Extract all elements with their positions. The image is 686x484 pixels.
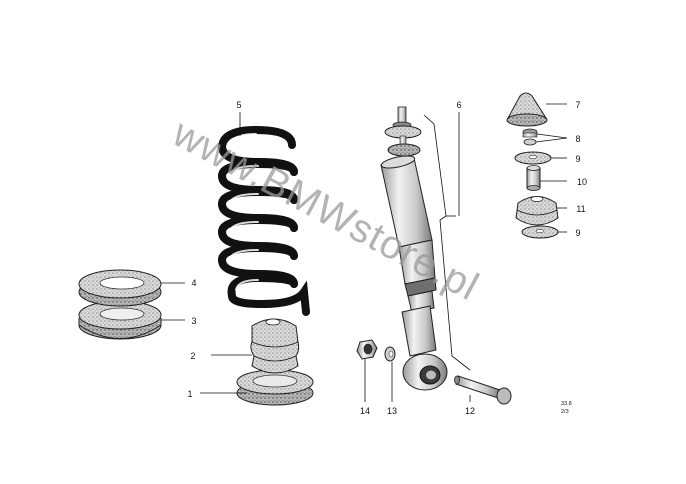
callout-13: 13: [387, 406, 397, 416]
callout-9-lower: 9: [575, 228, 580, 238]
spacer-sleeve: [526, 165, 541, 191]
callout-4: 4: [191, 278, 196, 288]
lower-mount-rubber: [515, 196, 559, 226]
callout-5: 5: [236, 100, 241, 110]
bump-stop: [250, 318, 300, 374]
washer: [384, 346, 396, 362]
nut: [356, 339, 378, 360]
nut-washer-stack: [522, 128, 538, 146]
callout-6: 6: [456, 100, 461, 110]
spring-seat-lower: [236, 369, 314, 406]
spring-pad-upper: [78, 269, 162, 307]
leader-lines: [161, 103, 568, 402]
callout-8: 8: [575, 134, 580, 144]
watermark-text: www.BMWstore.pl: [165, 111, 486, 310]
reference-code-line-1: 33.8: [561, 401, 572, 407]
washer-plate-upper: [514, 151, 552, 165]
spring-pad-lower: [78, 300, 162, 340]
mounting-bolt: [454, 375, 512, 405]
reference-code: 33.8 2/3: [561, 401, 572, 415]
callout-3: 3: [191, 316, 196, 326]
callout-12: 12: [465, 406, 475, 416]
coil-spring: [218, 125, 310, 316]
callout-9-upper: 9: [575, 154, 580, 164]
upper-mount-rubber: [506, 92, 548, 127]
callout-7: 7: [575, 100, 580, 110]
callout-11: 11: [576, 204, 585, 214]
washer-plate-lower: [521, 225, 559, 239]
callout-labels: 1 2 3 4 5 6 7 8 9 10 11 9 12 13 14: [187, 100, 587, 416]
reference-code-line-2: 2/3: [561, 409, 569, 415]
shock-absorber: [380, 106, 471, 391]
callout-2: 2: [190, 351, 195, 361]
callout-10: 10: [577, 177, 587, 187]
callout-1: 1: [187, 389, 192, 399]
callout-14: 14: [360, 406, 370, 416]
